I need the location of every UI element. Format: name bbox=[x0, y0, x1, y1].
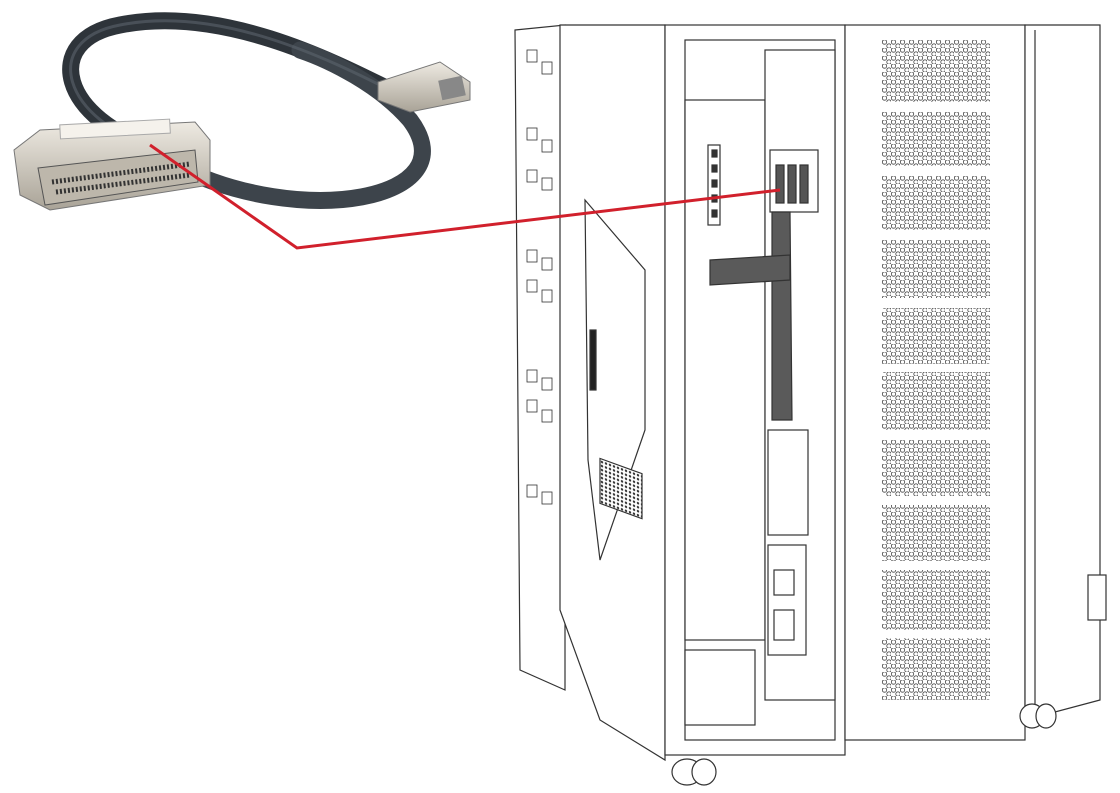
perforated-vents bbox=[882, 40, 990, 700]
ribbon-cable bbox=[709, 211, 793, 421]
scsi-cable-icon bbox=[13, 12, 471, 211]
side-vents bbox=[526, 49, 553, 505]
wheels bbox=[671, 703, 1057, 786]
connector-large bbox=[13, 118, 211, 211]
connector-small bbox=[377, 61, 471, 113]
io-panel bbox=[707, 144, 721, 226]
scsi-port-icon bbox=[769, 149, 819, 213]
server-cabinet-icon bbox=[514, 24, 1107, 786]
callout-line bbox=[149, 143, 781, 250]
